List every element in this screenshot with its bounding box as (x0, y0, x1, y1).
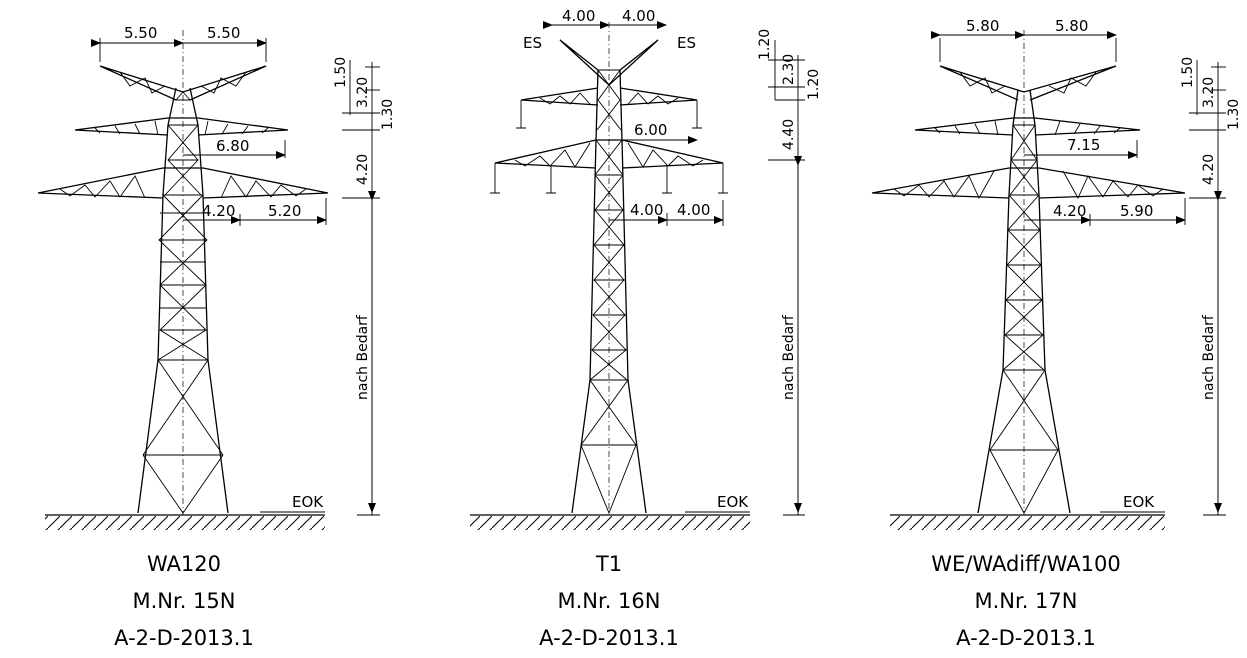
tower-1-caption: WA120 M.Nr. 15N A-2-D-2013.1 (34, 546, 334, 657)
ground-hatch (470, 516, 750, 530)
ground-label: EOK (292, 493, 324, 511)
tower-3-caption: WE/WAdiff/WA100 M.Nr. 17N A-2-D-2013.1 (876, 546, 1176, 657)
dim-low-inner: 4.00 (630, 201, 663, 219)
dim-v2: 3.20 (1201, 77, 1217, 108)
tower-2: EOK 4.00 4.00 ES ES 6.00 4.00 4. (470, 7, 822, 530)
dim-top-left: 5.50 (124, 24, 157, 42)
ground-hatch (45, 516, 325, 530)
dim-top-right: 5.80 (1055, 17, 1088, 35)
dim-v3: 1.30 (380, 99, 396, 130)
tower-1: EOK 5.50 5.50 6.80 4.20 5.20 (37, 24, 396, 530)
dim-low-outer: 5.90 (1120, 202, 1153, 220)
dim-v3: 1.20 (806, 69, 822, 100)
dim-v1: 1.20 (757, 29, 773, 60)
tower-2-caption: T1 M.Nr. 16N A-2-D-2013.1 (459, 546, 759, 657)
dim-v4: 4.20 (1201, 154, 1217, 185)
dim-height: nach Bedarf (781, 314, 797, 400)
dim-top-right: 4.00 (622, 7, 655, 25)
earth-wire-right: ES (677, 34, 696, 52)
dim-v4: 4.40 (781, 119, 797, 150)
tower-number: M.Nr. 15N (132, 589, 236, 613)
tower-name: T1 (595, 552, 623, 576)
dim-mid-arm: 6.80 (216, 137, 249, 155)
dim-height: nach Bedarf (355, 314, 371, 400)
dim-v2: 2.30 (781, 54, 797, 85)
dim-v3: 1.30 (1226, 99, 1242, 130)
ground-hatch (890, 516, 1165, 530)
dim-v1: 1.50 (1180, 57, 1196, 88)
tower-code: A-2-D-2013.1 (114, 626, 254, 650)
dim-top-left: 5.80 (966, 17, 999, 35)
dim-v4: 4.20 (355, 154, 371, 185)
dim-height: nach Bedarf (1201, 314, 1217, 400)
dim-top-left: 4.00 (562, 7, 595, 25)
dim-v2: 3.20 (355, 77, 371, 108)
tower-name: WE/WAdiff/WA100 (931, 552, 1121, 576)
tower-number: M.Nr. 16N (557, 589, 661, 613)
earth-wire-left: ES (523, 34, 542, 52)
dim-mid-arm: 6.00 (634, 121, 667, 139)
ground-label: EOK (717, 493, 749, 511)
dim-mid-arm: 7.15 (1067, 136, 1100, 154)
tower-name: WA120 (146, 552, 222, 576)
dim-low-inner: 4.20 (202, 202, 235, 220)
ground-label: EOK (1123, 493, 1155, 511)
tower-code: A-2-D-2013.1 (539, 626, 679, 650)
dim-low-outer: 5.20 (268, 202, 301, 220)
tower-number: M.Nr. 17N (974, 589, 1078, 613)
tower-code: A-2-D-2013.1 (956, 626, 1096, 650)
dim-low-inner: 4.20 (1053, 202, 1086, 220)
dim-top-right: 5.50 (207, 24, 240, 42)
dim-low-outer: 4.00 (677, 201, 710, 219)
tower-3: EOK 5.80 5.80 7.15 4.20 5.90 (871, 17, 1242, 530)
dim-v1: 1.50 (333, 57, 349, 88)
